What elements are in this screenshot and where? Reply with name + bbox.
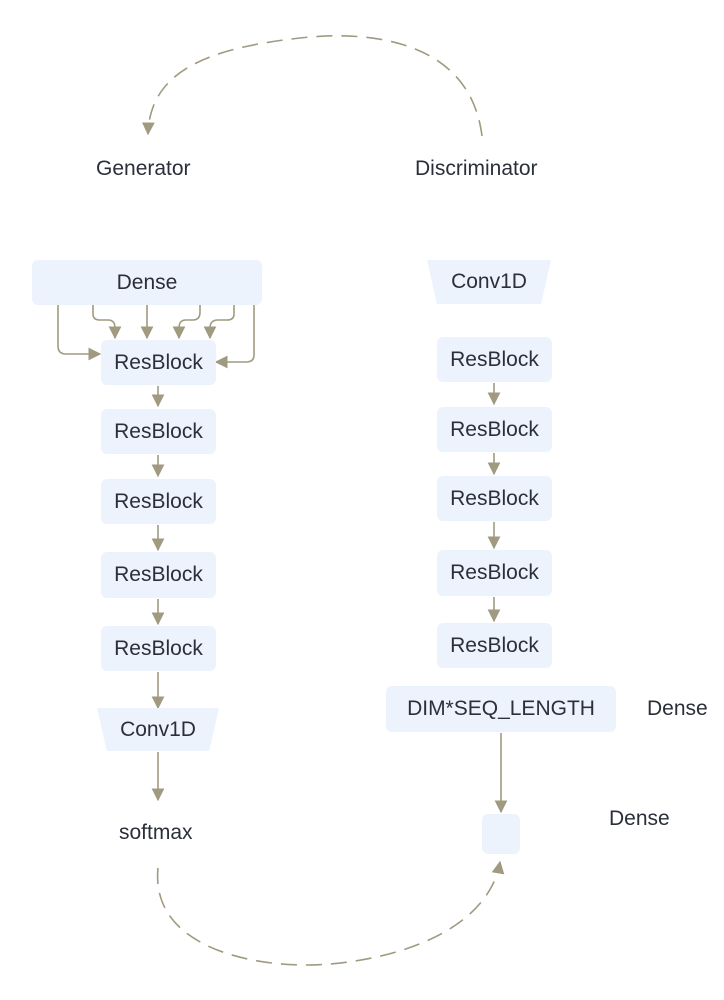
edge-dense-res1-e — [203, 305, 235, 340]
discriminator-resblock-3: ResBlock — [437, 476, 552, 521]
generator-resblock-2: ResBlock — [101, 409, 216, 454]
edge-bottom-loop — [156, 860, 505, 966]
generator-conv1d-node: Conv1D — [97, 708, 219, 751]
edge-dense-res1-d — [172, 305, 201, 340]
discriminator-reshape-node: DIM*SEQ_LENGTH — [386, 686, 616, 732]
discriminator-resblock-1: ResBlock — [437, 337, 552, 382]
discriminator-resblock-4: ResBlock — [437, 550, 552, 596]
generator-resblock-3: ResBlock — [101, 479, 216, 524]
edge-top-loop — [141, 35, 483, 137]
discriminator-dense-label-1: Dense — [647, 697, 708, 720]
discriminator-resblock-2: ResBlock — [437, 407, 552, 452]
edge-dense-res1-b — [92, 305, 122, 340]
generator-resblock-4: ResBlock — [101, 552, 216, 598]
edge-dense-res1-f — [214, 305, 255, 369]
discriminator-final-node — [482, 814, 520, 854]
generator-softmax-label: softmax — [119, 821, 193, 844]
edge-dense-res1-a — [57, 305, 102, 361]
discriminator-dense-label-2: Dense — [609, 807, 670, 830]
generator-title: Generator — [96, 157, 191, 180]
generator-resblock-1: ResBlock — [101, 340, 216, 385]
generator-resblock-5: ResBlock — [101, 626, 216, 671]
discriminator-title: Discriminator — [415, 157, 538, 180]
discriminator-resblock-5: ResBlock — [437, 623, 552, 668]
generator-dense-node: Dense — [32, 260, 262, 305]
discriminator-conv1d-node: Conv1D — [427, 260, 551, 304]
